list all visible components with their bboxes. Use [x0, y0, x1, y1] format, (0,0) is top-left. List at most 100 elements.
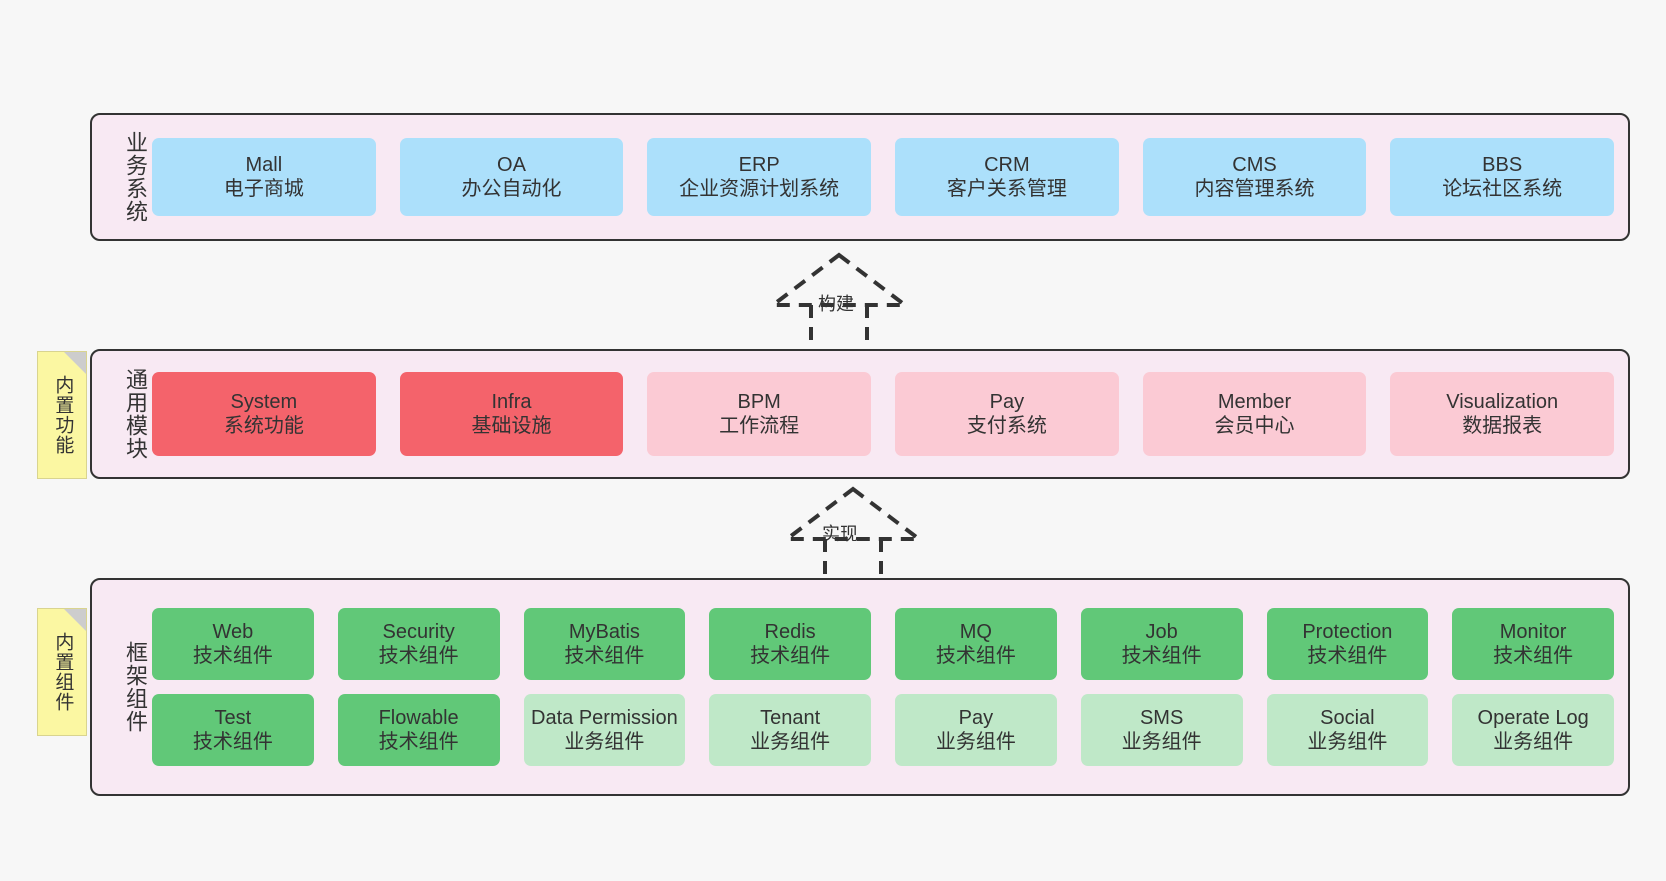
note-builtin-components: 内置组件	[37, 608, 87, 736]
layer-framework-title: 框架组件	[123, 641, 148, 733]
framework-card-rows: Web 技术组件 Security 技术组件 MyBatis 技术组件 Redi…	[152, 580, 1614, 794]
card-title-en: Operate Log	[1477, 706, 1589, 729]
card-title-cn: 技术组件	[192, 731, 273, 753]
card-monitor[interactable]: Monitor 技术组件	[1452, 608, 1614, 680]
layer-framework-body: Web 技术组件 Security 技术组件 MyBatis 技术组件 Redi…	[148, 580, 1628, 794]
card-title-cn: 技术组件	[1307, 645, 1388, 667]
card-title-en: Social	[1320, 706, 1375, 729]
connector-implement-label: 实现	[822, 524, 858, 544]
layer-common-body: System 系统功能 Infra 基础设施 BPM 工作流程 Pay 支付系统	[148, 351, 1628, 477]
card-title-en: Security	[382, 620, 455, 643]
card-title-cn: 技术组件	[192, 645, 273, 667]
card-bbs[interactable]: BBS 论坛社区系统	[1390, 138, 1615, 216]
card-title-en: Job	[1145, 620, 1178, 643]
card-title-cn: 电子商城	[223, 178, 304, 200]
card-title-cn: 技术组件	[378, 731, 459, 753]
card-title-cn: 技术组件	[1493, 645, 1574, 667]
common-card-row: System 系统功能 Infra 基础设施 BPM 工作流程 Pay 支付系统	[152, 372, 1615, 456]
card-title-en: Pay	[958, 706, 994, 729]
card-protection[interactable]: Protection 技术组件	[1266, 608, 1429, 680]
card-title-cn: 支付系统	[966, 415, 1047, 437]
note-fold-corner-icon	[64, 352, 86, 374]
note-fold-corner-icon	[64, 609, 86, 631]
note-builtin-features-label: 内置功能	[52, 375, 74, 455]
card-security[interactable]: Security 技术组件	[337, 608, 500, 680]
card-title-cn: 技术组件	[378, 645, 459, 667]
connector-implement-arrow	[781, 486, 925, 583]
card-title-en: Web	[212, 620, 254, 643]
card-title-en: Protection	[1302, 620, 1393, 643]
card-title-en: Mall	[245, 153, 283, 176]
card-operate-log[interactable]: Operate Log 业务组件	[1452, 694, 1614, 766]
card-title-cn: 工作流程	[719, 415, 800, 437]
card-title-en: BPM	[737, 390, 781, 413]
card-title-cn: 业务组件	[1121, 731, 1202, 753]
card-title-cn: 业务组件	[1493, 731, 1574, 753]
card-member[interactable]: Member 会员中心	[1142, 372, 1367, 456]
card-social[interactable]: Social 业务组件	[1266, 694, 1429, 766]
card-redis[interactable]: Redis 技术组件	[709, 608, 871, 680]
card-erp[interactable]: ERP 企业资源计划系统	[647, 138, 872, 216]
card-system[interactable]: System 系统功能	[152, 372, 376, 456]
framework-card-row-business: Test 技术组件 Flowable 技术组件 Data Permission …	[152, 694, 1614, 766]
note-builtin-components-label: 内置组件	[52, 632, 74, 712]
common-card-rows: System 系统功能 Infra 基础设施 BPM 工作流程 Pay 支付系统	[152, 351, 1615, 477]
card-title-en: BBS	[1482, 153, 1523, 176]
card-bpm[interactable]: BPM 工作流程	[647, 372, 872, 456]
layer-business-title: 业务系统	[123, 131, 148, 223]
card-mall[interactable]: Mall 电子商城	[152, 138, 376, 216]
card-title-en: System	[230, 390, 298, 413]
card-infra[interactable]: Infra 基础设施	[399, 372, 624, 456]
card-pay[interactable]: Pay 支付系统	[895, 372, 1119, 456]
layer-framework-components: 框架组件 Web 技术组件 Security 技术组件 MyBatis 技术组件	[90, 578, 1630, 796]
card-test[interactable]: Test 技术组件	[152, 694, 314, 766]
card-title-en: OA	[497, 153, 526, 176]
layer-common-modules: 通用模块 System 系统功能 Infra 基础设施 BPM 工作流程	[90, 349, 1630, 479]
note-builtin-features: 内置功能	[37, 351, 87, 479]
card-title-en: CRM	[984, 153, 1030, 176]
layer-common-title: 通用模块	[123, 368, 148, 460]
card-flowable[interactable]: Flowable 技术组件	[337, 694, 500, 766]
card-title-en: Flowable	[378, 706, 459, 729]
card-title-en: Infra	[491, 390, 532, 413]
card-title-cn: 论坛社区系统	[1442, 178, 1563, 200]
framework-card-row-tech: Web 技术组件 Security 技术组件 MyBatis 技术组件 Redi…	[152, 608, 1614, 680]
card-tenant[interactable]: Tenant 业务组件	[709, 694, 871, 766]
card-title-en: Data Permission	[531, 706, 678, 729]
card-title-en: ERP	[738, 153, 780, 176]
card-data-permission[interactable]: Data Permission 业务组件	[523, 694, 686, 766]
connector-build-label: 构建	[818, 294, 854, 314]
card-title-en: Test	[214, 706, 252, 729]
card-cms[interactable]: CMS 内容管理系统	[1142, 138, 1367, 216]
card-title-cn: 业务组件	[935, 731, 1016, 753]
card-title-en: Tenant	[760, 706, 821, 729]
layer-business-systems: 业务系统 Mall 电子商城 OA 办公自动化 ERP 企业资源计划系统	[90, 113, 1630, 241]
card-title-en: Member	[1217, 390, 1292, 413]
card-sms[interactable]: SMS 业务组件	[1080, 694, 1243, 766]
layer-business-body: Mall 电子商城 OA 办公自动化 ERP 企业资源计划系统 CRM 客户关系…	[148, 115, 1628, 239]
card-title-en: Pay	[989, 390, 1025, 413]
card-mybatis[interactable]: MyBatis 技术组件	[523, 608, 686, 680]
card-job[interactable]: Job 技术组件	[1080, 608, 1243, 680]
card-crm[interactable]: CRM 客户关系管理	[895, 138, 1119, 216]
card-title-cn: 业务组件	[750, 731, 831, 753]
connector-implement	[768, 483, 938, 583]
card-title-en: Visualization	[1446, 390, 1559, 413]
card-visualization[interactable]: Visualization 数据报表	[1390, 372, 1615, 456]
card-title-cn: 数据报表	[1462, 415, 1543, 437]
card-title-cn: 业务组件	[1307, 731, 1388, 753]
card-web[interactable]: Web 技术组件	[152, 608, 314, 680]
card-title-cn: 基础设施	[471, 415, 552, 437]
card-pay-component[interactable]: Pay 业务组件	[895, 694, 1057, 766]
card-title-en: Redis	[764, 620, 816, 643]
card-title-en: MyBatis	[568, 620, 640, 643]
card-mq[interactable]: MQ 技术组件	[895, 608, 1057, 680]
card-oa[interactable]: OA 办公自动化	[399, 138, 624, 216]
card-title-cn: 技术组件	[935, 645, 1016, 667]
card-title-en: Monitor	[1499, 620, 1567, 643]
business-card-rows: Mall 电子商城 OA 办公自动化 ERP 企业资源计划系统 CRM 客户关系…	[152, 115, 1615, 239]
card-title-en: MQ	[959, 620, 992, 643]
card-title-cn: 内容管理系统	[1194, 178, 1315, 200]
card-title-cn: 技术组件	[1121, 645, 1202, 667]
